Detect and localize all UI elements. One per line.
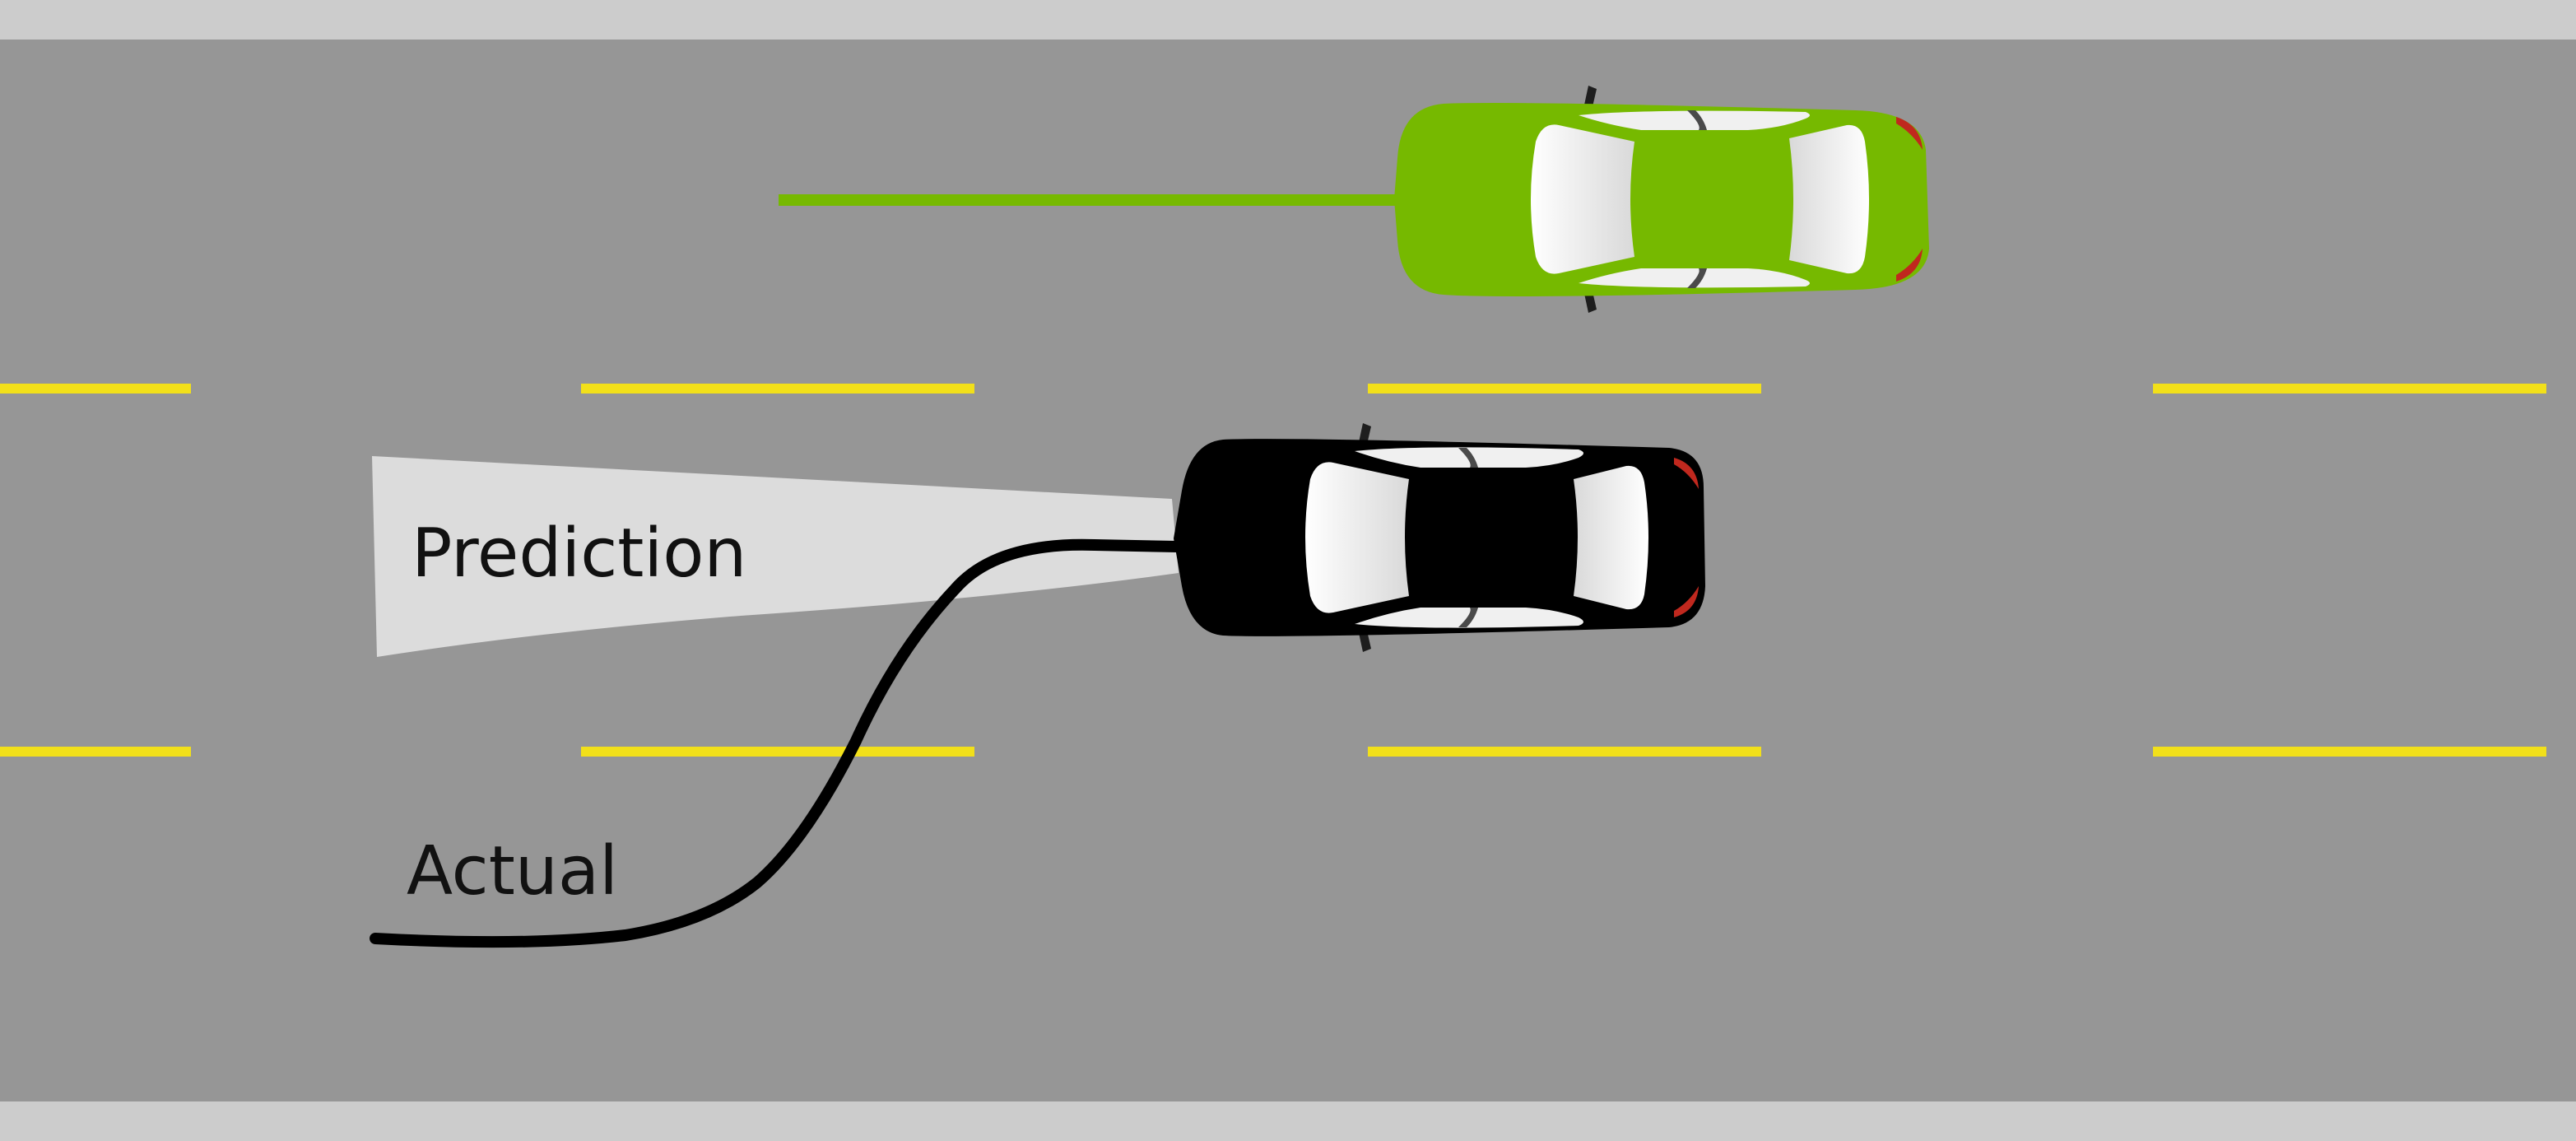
lane-dash	[581, 384, 974, 394]
ego-vehicle-icon	[1174, 423, 1705, 652]
lane-dash	[1368, 747, 1761, 757]
lane-markings-upper	[0, 384, 2546, 394]
prediction-label: Prediction	[412, 515, 746, 593]
top-shoulder	[0, 0, 2576, 40]
lane-dash	[581, 747, 974, 757]
actual-path	[370, 538, 1183, 948]
other-vehicle-icon	[1394, 86, 1929, 313]
lane-markings-lower	[0, 747, 2546, 757]
actual-label: Actual	[407, 832, 618, 910]
lane-dash	[2153, 747, 2546, 757]
lane-dash	[2153, 384, 2546, 394]
prediction-cone	[372, 456, 1179, 657]
lane-dash	[0, 384, 191, 394]
lane-dash	[0, 747, 191, 757]
lane-dash	[1368, 384, 1761, 394]
bottom-shoulder	[0, 1101, 2576, 1141]
other-car-path	[779, 194, 1404, 206]
